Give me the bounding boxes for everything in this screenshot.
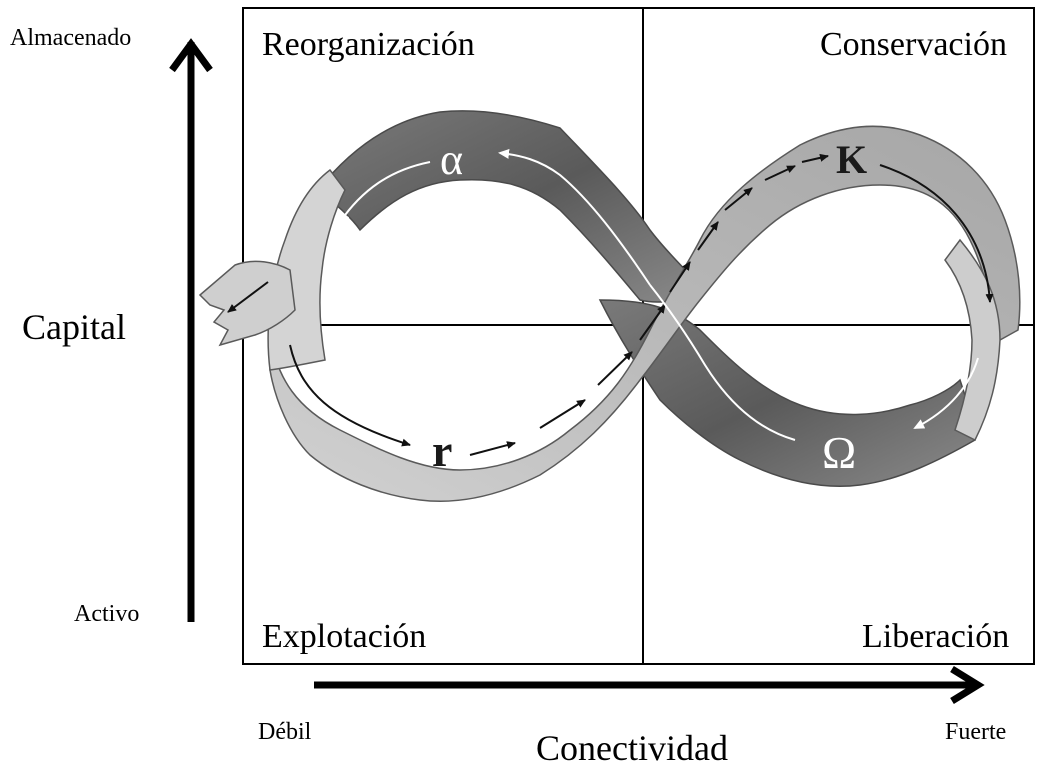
arrow-left-loop-down <box>289 344 411 447</box>
arrow-r-1 <box>469 441 516 456</box>
omega-to-alpha-arrows <box>338 148 979 441</box>
exit-ribbon-left <box>198 260 296 347</box>
arrow-omega-to-center <box>649 284 796 441</box>
capital-axis-arrow <box>169 38 213 622</box>
y-axis-bottom-label: Activo <box>74 601 140 627</box>
phase-k-label: K <box>836 137 868 182</box>
quadrant-explotacion-label: Explotación <box>262 618 427 655</box>
arrow-r-4 <box>639 304 666 341</box>
connectivity-axis-arrow <box>314 666 985 704</box>
x-axis-left-label: Débil <box>258 719 312 745</box>
r-to-k-arrows <box>227 153 994 456</box>
quadrant-conservacion-label: Conservación <box>820 26 1007 63</box>
y-axis-title: Capital <box>22 307 126 347</box>
quadrant-reorganizacion-label: Reorganización <box>262 26 475 63</box>
arrow-r-5 <box>669 261 691 293</box>
x-axis-right-label: Fuerte <box>945 719 1007 745</box>
arrow-center-to-alpha <box>498 148 651 286</box>
arrow-r-7 <box>724 187 753 211</box>
phase-omega-label: Ω <box>822 427 857 478</box>
arrow-r-6 <box>697 221 719 251</box>
arrow-r-9 <box>801 153 829 163</box>
arrow-alpha-left <box>338 161 431 224</box>
arrow-exit-left <box>227 281 269 313</box>
x-axis-title: Conectividad <box>536 728 728 768</box>
front-loop-band-main <box>269 125 1021 503</box>
arrow-r-3 <box>597 351 633 386</box>
arrow-r-2 <box>539 399 586 429</box>
phase-r-label: r <box>432 425 453 476</box>
arrow-omega-in <box>913 357 979 429</box>
quadrant-liberacion-label: Liberación <box>862 618 1010 655</box>
phase-alpha-label: α <box>440 135 464 184</box>
front-loop-band-right <box>944 238 1001 442</box>
y-axis-top-label: Almacenado <box>10 25 132 51</box>
arrow-k-down <box>879 164 994 303</box>
arrow-r-8 <box>764 165 796 181</box>
back-loop-band-upper-left <box>316 110 707 303</box>
